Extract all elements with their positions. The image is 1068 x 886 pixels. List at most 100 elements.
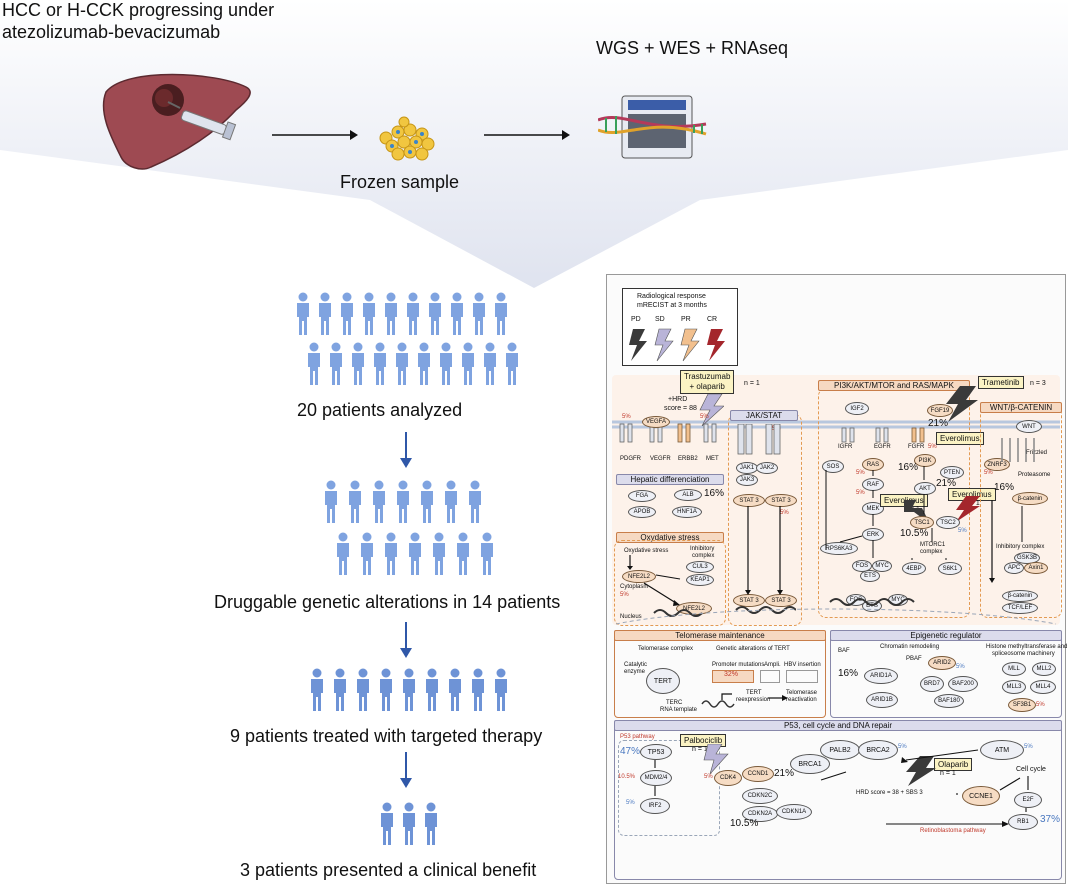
nucleus-label: Nucleus (620, 614, 642, 620)
pct-erbb2: 5% (700, 414, 709, 420)
pct-nfe2l2: 5% (620, 592, 629, 598)
hbv-box (786, 670, 818, 683)
frizzled-label: Frizzled (1026, 450, 1048, 456)
pct-tp53: 47% (620, 746, 641, 757)
proteasome-label: Proteasome (1018, 472, 1051, 478)
legend-pd: PD (631, 316, 641, 323)
reexp-label1: TERT (746, 690, 762, 696)
mtorc1-label1: MTORC1 (920, 542, 946, 548)
sequencing-label: WGS + WES + RNAseq (596, 38, 789, 58)
catalytic-label1: Catalytic (624, 662, 648, 668)
cdkn2c-node: CDKN2C (742, 788, 778, 804)
pct-fgf19: 21% (928, 418, 949, 429)
telo-complex-label: Telomerase complex (638, 646, 694, 652)
brca2-node: BRCA2 (858, 740, 898, 760)
rb1-node: RB1 (1008, 814, 1038, 830)
ampli-box (760, 670, 780, 683)
legend-title1: Radiological response (637, 293, 706, 300)
patient-figure (330, 342, 342, 385)
patient-figure (462, 342, 474, 385)
everolimus-box-1: Everolimus (936, 432, 984, 445)
pct-irf2: 5% (626, 800, 635, 806)
mtorc1-label2: complex (920, 549, 943, 555)
patient-figure (325, 480, 337, 523)
wnt-node: WNT (1016, 420, 1042, 433)
patient-figure (445, 480, 457, 523)
patient-figure (334, 668, 346, 711)
baf-label: BAF (838, 648, 850, 654)
olaparib-box: Olaparib (934, 758, 973, 771)
pct-pi3k: 16% (898, 462, 919, 473)
trastuzumab-n: n = 1 (744, 380, 760, 387)
pct-raf: 5% (856, 490, 865, 496)
frozen-sample-label: Frozen sample (340, 172, 460, 192)
patient-figure (403, 802, 415, 845)
p53-subregion (618, 740, 720, 836)
trastuzumab-sd-bolt-icon (699, 394, 724, 426)
baf200-node: BAF200 (948, 676, 978, 692)
s6k1-node: S6K1 (938, 562, 962, 575)
top-banner-background (0, 0, 1068, 288)
oxy-stress-label: Oxydative stress (624, 548, 669, 554)
trametinib-box: Trametinib (978, 376, 1024, 389)
trametinib-n: n = 3 (1030, 380, 1046, 387)
hepatic-header: Hepatic differenciation (616, 474, 724, 485)
catalytic-label2: enzyme (624, 669, 646, 675)
baf180-node: BAF180 (934, 694, 964, 708)
patient-figure (319, 292, 331, 335)
pbaf-label: PBAF (906, 656, 922, 662)
brca1-node: BRCA1 (790, 754, 830, 774)
pct-alb: 16% (704, 488, 725, 499)
pct-arid1a: 16% (838, 668, 859, 679)
stat3-node-a: STAT 3 (733, 494, 765, 507)
vegfa-node: VEGFA (642, 416, 670, 428)
reexp-label2: reexpression (736, 697, 771, 703)
pct-arid2: 5% (956, 664, 965, 670)
ets-node: ETS (860, 570, 880, 582)
bolt-pr-icon (680, 328, 700, 362)
apob-node: APOB (628, 506, 656, 518)
sos-node: SOS (822, 460, 844, 473)
p53-header: P53, cell cycle and DNA repair (614, 720, 1062, 731)
patient-figure (421, 480, 433, 523)
patient-figure (433, 532, 445, 575)
terc-label1: TERC (666, 700, 683, 706)
myc-node: MYC (872, 560, 892, 572)
inhib-complex-wnt: Inhibitory complex (996, 544, 1045, 550)
mll2-node: MLL2 (1032, 662, 1056, 676)
ampli-label: Ampli. (764, 662, 781, 668)
hbv-label: HBV insertion (784, 662, 821, 668)
oxy-header: Oxydative stress (616, 532, 724, 543)
patient-figure (363, 292, 375, 335)
flow-arrow-2 (400, 622, 412, 658)
legend-bolts (629, 328, 725, 362)
palbociclib-sd-bolt-icon (703, 744, 729, 774)
bolt-pd-icon (629, 329, 647, 361)
receptor-met: MET (706, 456, 719, 462)
pct-cdkn2a: 10.5% (730, 818, 759, 829)
patient-figure (352, 342, 364, 385)
patient-figure (429, 292, 441, 335)
pct-bcat: 16% (994, 482, 1015, 493)
pi3k-header: PI3K/AKT/MTOR and RAS/MAPK (818, 380, 970, 391)
patient-figure (469, 480, 481, 523)
pct-brca2: 5% (898, 744, 907, 750)
patient-figure (407, 292, 419, 335)
patient-figure (341, 292, 353, 335)
cul3-node: CUL3 (686, 561, 714, 573)
cdkn1a-node: CDKN1A (776, 804, 812, 820)
p53-pathway-label: P53 pathway (620, 734, 655, 740)
e2f-node: E2F (1014, 792, 1042, 808)
everolimus-cr-bolt-icon (956, 496, 980, 522)
patient-figure (403, 668, 415, 711)
inhib-complex2: complex (692, 553, 715, 559)
patients-9-icon (311, 668, 507, 711)
pct-znrf3: 5% (984, 470, 993, 476)
fga-node: FGA (628, 490, 656, 502)
patient-figure (357, 668, 369, 711)
pct-cdk4: 5% (704, 774, 713, 780)
jak-arrows (735, 424, 796, 614)
step4-label: 3 patients presented a clinical benefit (240, 860, 537, 880)
pct-sf3b1: 5% (1036, 702, 1045, 708)
tp53-node: TP53 (640, 744, 672, 760)
